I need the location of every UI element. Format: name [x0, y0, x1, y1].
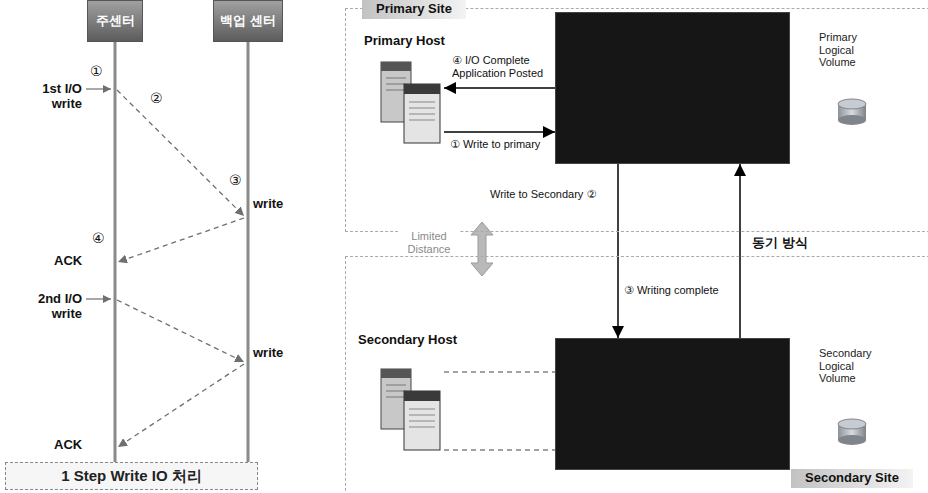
disk-icon	[838, 419, 866, 445]
step-box: 1 Step Write IO 처리	[5, 462, 258, 490]
host-server: Primary Host	[378, 58, 444, 146]
center-header: 주센터	[87, 0, 143, 42]
leader-arrow	[86, 298, 111, 299]
disk-icon	[838, 99, 866, 125]
site-title: Primary Site	[362, 0, 466, 19]
server-slot	[386, 84, 406, 85]
edge-label: ④ I/O Complete Application Posted	[452, 54, 552, 79]
disk-bottom	[838, 435, 866, 445]
server-slot	[409, 120, 435, 121]
message-arrow	[117, 300, 244, 362]
link-line	[444, 372, 555, 373]
center-name: 백업 센터	[220, 14, 276, 29]
message-arrow	[118, 218, 244, 262]
server-top	[404, 84, 440, 94]
leader-arrow	[86, 88, 111, 89]
distance-label: Limited Distance	[398, 230, 460, 255]
message-label: write	[253, 197, 283, 212]
edge-label: ① Write to primary	[450, 138, 540, 151]
message-label: ACK	[54, 254, 82, 269]
lifeline	[114, 42, 117, 462]
site-region: Primary SitePrimary HostPrimary Logical …	[345, 8, 928, 232]
callout-number: ①	[90, 63, 103, 79]
callout-number: ④	[92, 230, 105, 246]
server-slot	[409, 114, 435, 115]
message-label: 2nd I/O write	[16, 292, 82, 322]
server-icon	[378, 58, 444, 146]
message-arrow	[118, 364, 244, 447]
server-slot	[409, 427, 435, 428]
server-slot	[409, 108, 435, 109]
server-slot	[386, 90, 406, 91]
center-header: 백업 센터	[213, 0, 283, 42]
server-slot	[409, 415, 435, 416]
volume-label: Primary Logical Volume	[819, 31, 881, 69]
callout-number: ③	[229, 172, 242, 188]
server-icon	[378, 365, 444, 453]
host-label: Secondary Host	[358, 333, 457, 348]
message-label: 1st I/O write	[16, 82, 82, 112]
server-top	[404, 391, 440, 401]
server-slot	[409, 409, 435, 410]
server-top	[381, 369, 411, 378]
host-label: Primary Host	[364, 34, 445, 49]
callout-number: ②	[150, 90, 163, 106]
site-title: Secondary Site	[791, 469, 913, 488]
edge-label: Write to Secondary ②	[490, 188, 596, 201]
server-slot	[409, 421, 435, 422]
disk-top	[838, 99, 866, 109]
server-slot	[409, 102, 435, 103]
link-line	[444, 450, 555, 451]
server-slot	[386, 78, 406, 79]
data-flow-arrow	[444, 131, 555, 133]
disk-top	[838, 419, 866, 429]
host-server: Secondary Host	[378, 365, 444, 453]
data-flow-arrow	[617, 164, 619, 338]
server-slot	[386, 397, 406, 398]
message-label: ACK	[54, 438, 82, 453]
mode-label: 동기 방식	[752, 236, 808, 251]
disk-bottom	[838, 115, 866, 125]
center-name: 주센터	[96, 14, 135, 29]
data-flow-arrow	[739, 164, 741, 338]
message-label: write	[253, 346, 283, 361]
lifeline	[247, 42, 250, 462]
message-arrow	[117, 90, 244, 216]
edge-label: ③ Writing complete	[624, 284, 719, 297]
server-body	[404, 391, 440, 450]
server-body	[404, 84, 440, 143]
distance-arrow	[471, 222, 493, 276]
server-top	[381, 62, 411, 71]
storage-array: Secondary Logical Volume	[555, 338, 790, 470]
storage-array: Primary Logical Volume	[555, 12, 790, 164]
step-title: 1 Step Write IO 처리	[61, 467, 202, 484]
server-slot	[386, 385, 406, 386]
data-flow-arrow	[444, 87, 555, 89]
server-slot	[386, 391, 406, 392]
volume-label: Secondary Logical Volume	[819, 347, 881, 385]
